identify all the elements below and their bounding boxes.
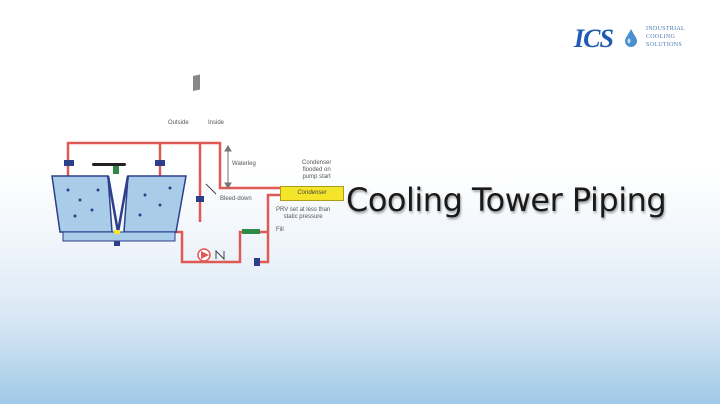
pointer-line <box>205 183 217 195</box>
fill-valve-icon <box>254 258 260 266</box>
condenser-note-line-3: pump start <box>302 174 331 180</box>
cooling-tower <box>51 160 187 246</box>
page-title: Cooling Tower Piping <box>346 181 667 219</box>
label-prv: PRV set at less than static pressure <box>276 207 330 221</box>
label-inside: Inside <box>208 120 225 126</box>
label-waterleg: Waterleg <box>232 161 256 167</box>
logo-line-2: COOLING <box>646 34 676 40</box>
bleed-down-valve-icon <box>196 196 204 202</box>
company-logo: ICS INDUSTRIAL COOLING SOLUTIONS <box>574 22 694 56</box>
condenser-note-line-1: Condenser <box>302 160 332 166</box>
logo-line-1: INDUSTRIAL <box>646 26 685 32</box>
fan-icon <box>92 163 126 166</box>
prv-line-1: PRV set at less than <box>276 207 331 213</box>
waterleg-arrow <box>224 145 232 189</box>
condenser-note-line-2: flooded on <box>302 167 331 173</box>
label-outside: Outside <box>168 120 189 126</box>
prv-line-2: static pressure <box>283 214 323 220</box>
label-condenser-note: Condenser flooded on pump start <box>302 160 331 181</box>
prv-valve-icon <box>242 229 260 234</box>
water-drop-icon <box>625 29 637 47</box>
logo-tagline: INDUSTRIAL COOLING SOLUTIONS <box>646 25 685 49</box>
damper-icon <box>193 74 200 91</box>
logo-line-3: SOLUTIONS <box>646 42 683 48</box>
condenser-box: Condenser <box>280 186 344 201</box>
label-bleed-down: Bleed-down <box>220 196 252 202</box>
logo-abbreviation: ICS <box>574 24 614 53</box>
label-fill: Fill <box>276 227 284 233</box>
check-valve-icon <box>215 249 225 261</box>
